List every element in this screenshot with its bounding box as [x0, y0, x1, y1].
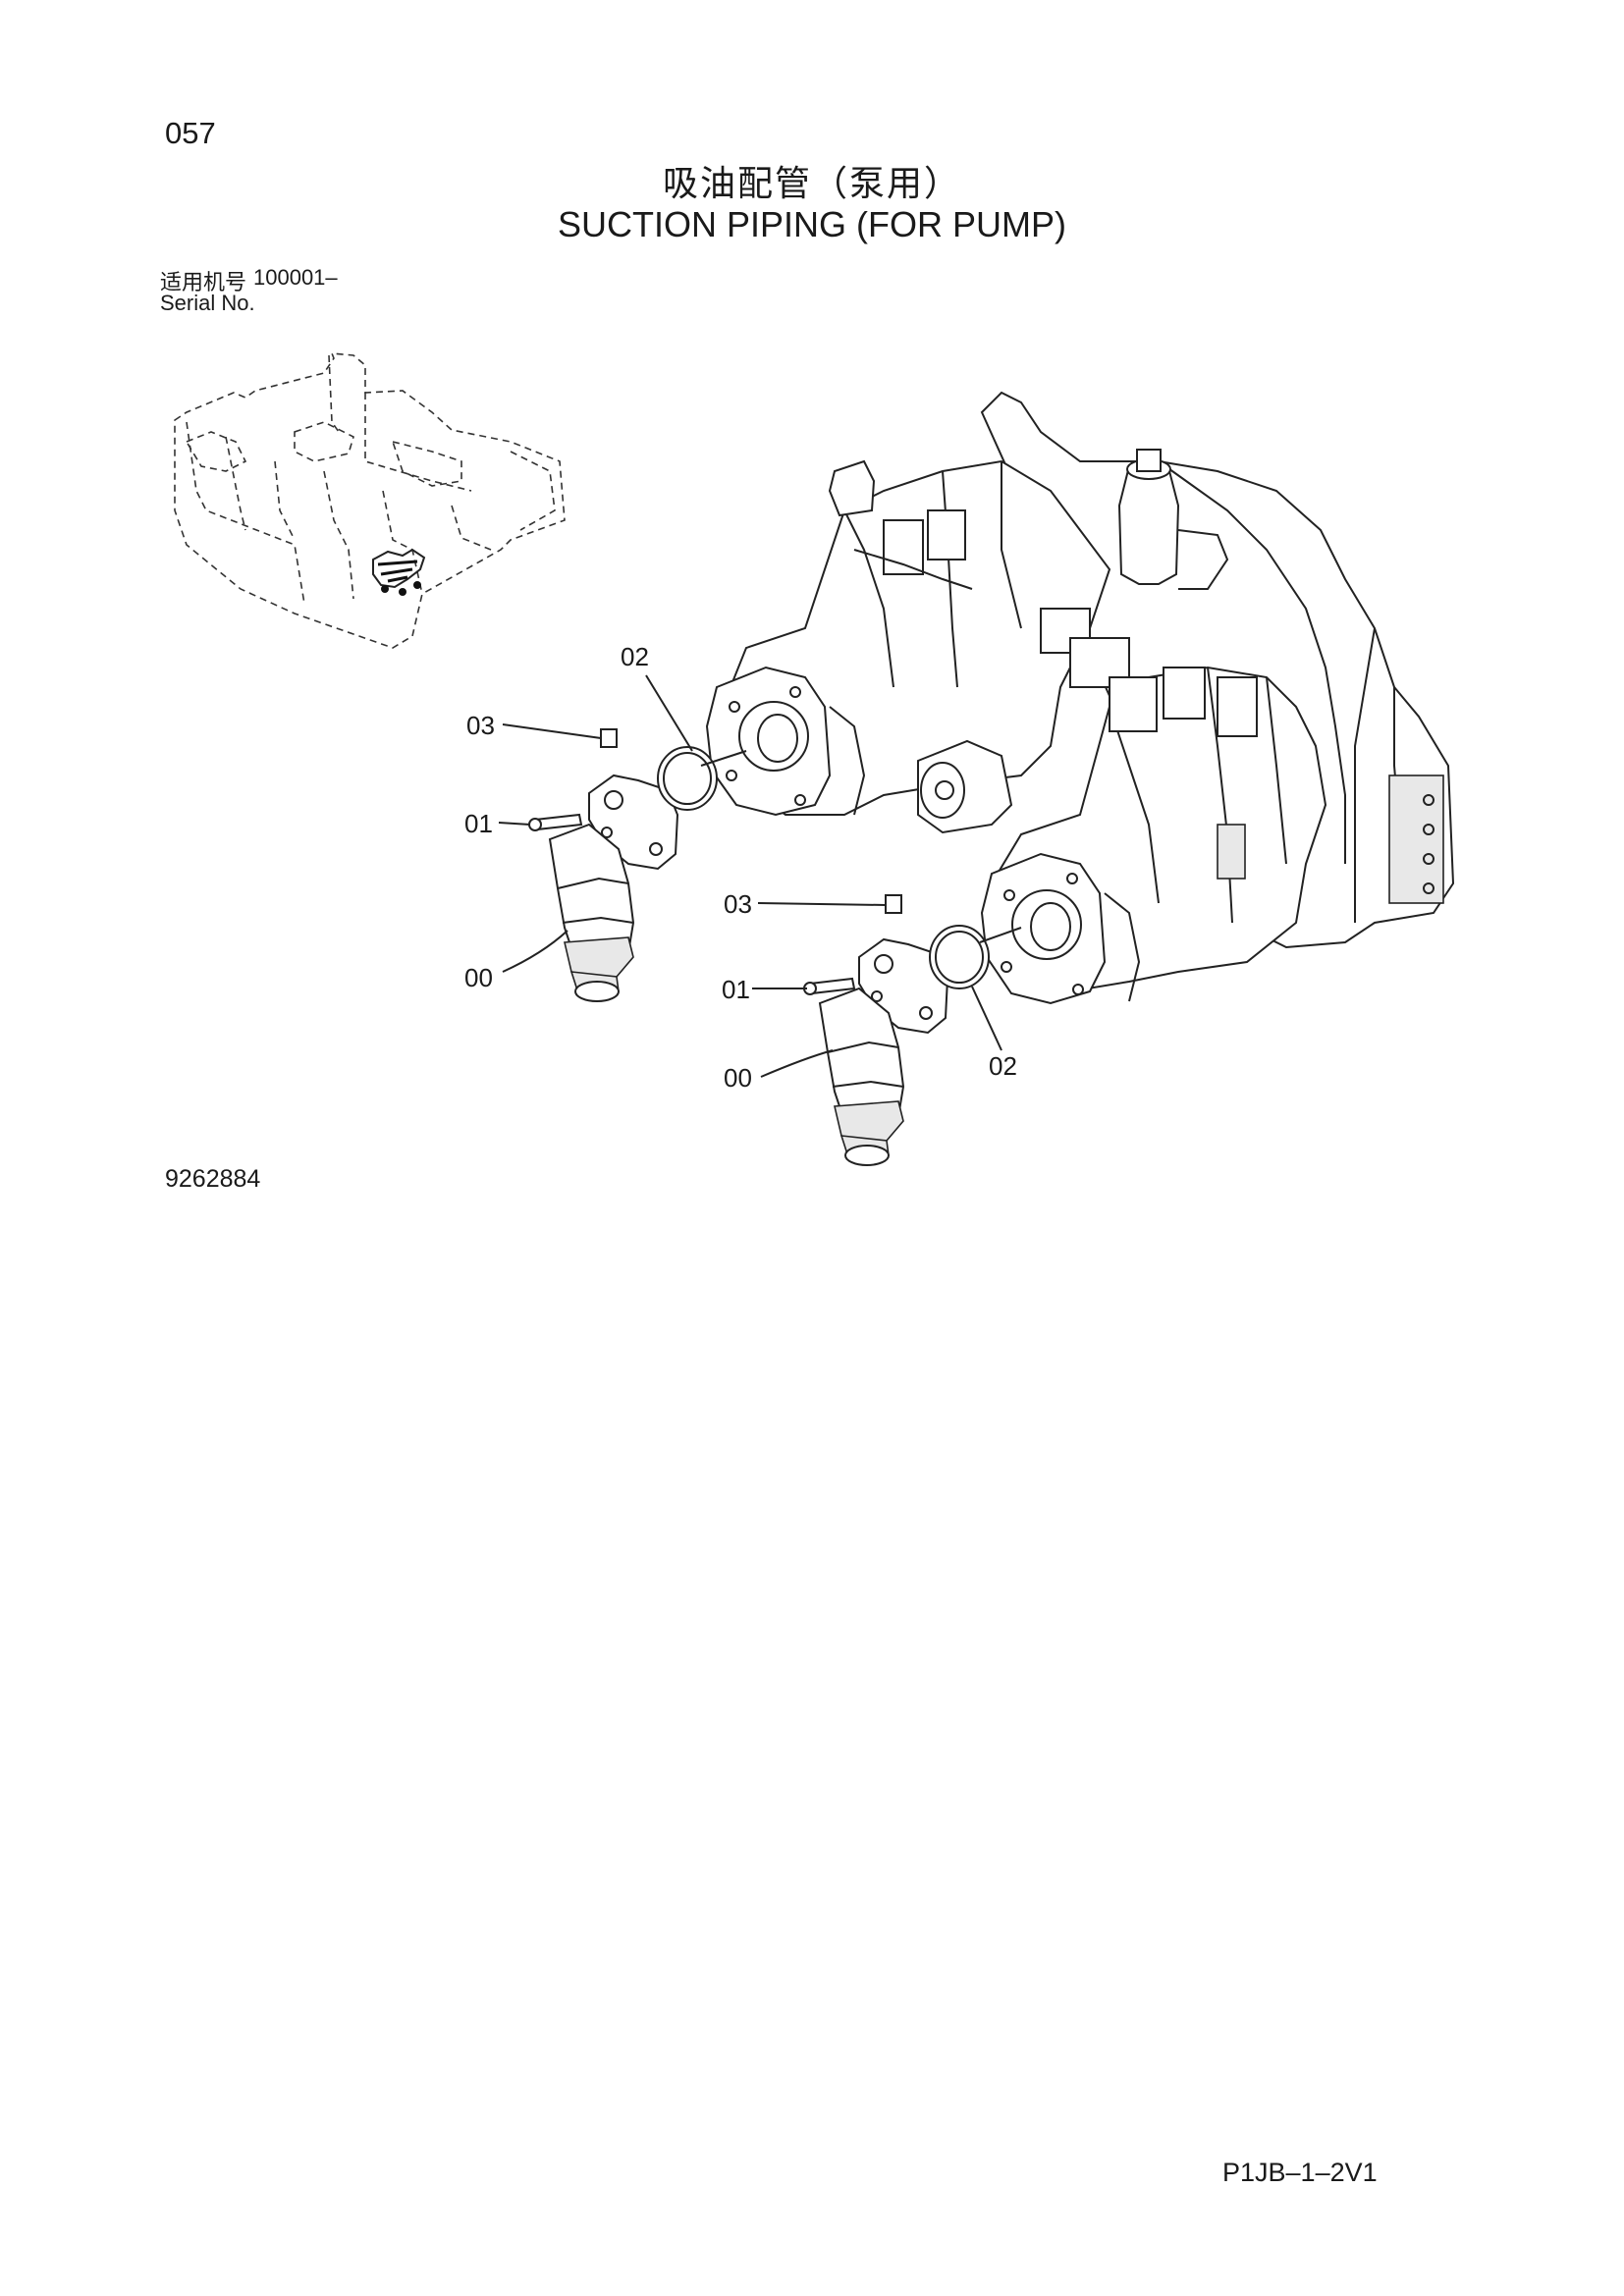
callout-02-lower: 02 — [989, 1051, 1017, 1081]
serial-label-chinese: 适用机号 — [160, 271, 247, 295]
document-code: P1JB–1–2V1 — [1222, 2158, 1378, 2187]
callout-01-lower: 01 — [722, 975, 750, 1004]
upper-suction-pipe — [528, 728, 718, 1002]
callout-02-upper: 02 — [621, 642, 649, 671]
page-title-chinese: 吸油配管（泵用） — [662, 164, 961, 204]
callout-03-lower: 03 — [724, 889, 752, 919]
lower-suction-pipe — [803, 894, 990, 1166]
page-number: 057 — [165, 116, 216, 150]
main-pump-assembly — [705, 391, 1455, 1005]
callout-01-upper: 01 — [464, 809, 493, 838]
callout-00-upper: 00 — [464, 963, 493, 992]
parts-diagram: 02 03 01 00 03 01 02 00 — [174, 352, 1455, 1166]
highlighted-pump-icon — [372, 548, 426, 596]
drawing-number: 9262884 — [165, 1165, 261, 1193]
serial-label-english: Serial No. — [160, 291, 255, 315]
machine-locator-inset — [174, 352, 566, 649]
callout-00-lower: 00 — [724, 1063, 752, 1093]
callout-03-upper: 03 — [466, 711, 495, 740]
serial-range: 100001– — [253, 265, 338, 290]
page-title-english: SUCTION PIPING (FOR PUMP) — [557, 204, 1066, 244]
leader-lines — [498, 674, 1022, 1078]
